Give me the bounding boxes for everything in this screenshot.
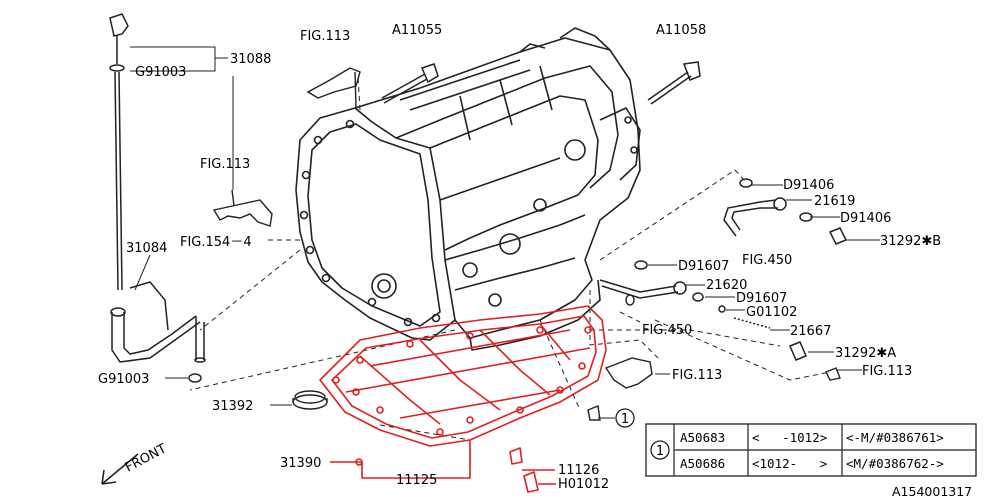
label-31392: 31392	[212, 399, 253, 414]
label-21620: 21620	[706, 278, 747, 293]
label-31292b: 31292✱B	[880, 234, 941, 249]
label-21667: 21667	[790, 324, 831, 339]
label-leader-lines	[130, 46, 880, 419]
front-arrow-icon	[101, 453, 139, 485]
dipstick-31088	[109, 13, 129, 291]
table-row-1-range: < -1012>	[752, 430, 827, 445]
table-row-2-part: A50686	[680, 456, 725, 471]
label-fig450-b: FIG.450	[642, 323, 692, 338]
label-d91607-b: D91607	[736, 291, 787, 306]
label-fig113-right-a: FIG.113	[672, 368, 722, 383]
table-row-2-range: <1012- >	[752, 456, 827, 471]
table-row-2-vin: <M/#0386762->	[846, 456, 944, 471]
label-g01102: G01102	[746, 305, 797, 320]
hose-21620	[599, 260, 807, 361]
oil-pan-11125	[319, 305, 607, 493]
label-front: FRONT	[123, 441, 169, 475]
label-fig450-a: FIG.450	[742, 253, 792, 268]
seal-31392	[292, 390, 328, 410]
label-d91406-a: D91406	[783, 178, 834, 193]
label-11125: 11125	[396, 473, 437, 488]
label-d91607-a: D91607	[678, 259, 729, 274]
label-31084: 31084	[126, 241, 167, 256]
bracket-fig113-top	[306, 67, 361, 109]
table-row-1-vin: <-M/#0386761>	[846, 430, 944, 445]
label-31088: 31088	[230, 52, 271, 67]
applicability-table: 1 A50683 < -1012> <-M/#0386761> A50686 <…	[645, 423, 977, 477]
label-11126: 11126	[558, 463, 599, 478]
label-d91406-b: D91406	[840, 211, 891, 226]
transmission-case	[295, 27, 641, 351]
label-g91003-top: G91003	[135, 65, 186, 80]
table-row-1-part: A50683	[680, 430, 725, 445]
bolt-a11055	[381, 63, 439, 104]
labels: FIG.113 A11055 A11058 31088 G91003 FIG.1…	[98, 23, 972, 499]
label-fig154: FIG.154－4	[180, 235, 252, 250]
label-a11055: A11055	[392, 23, 442, 38]
label-21619: 21619	[814, 194, 855, 209]
ref-marker-number: 1	[621, 412, 629, 427]
table-ref-number: 1	[656, 444, 664, 459]
label-31390: 31390	[280, 456, 321, 471]
label-fig113-left: FIG.113	[200, 157, 250, 172]
label-fig113-top: FIG.113	[300, 29, 350, 44]
diagram-id: A154001317	[892, 484, 972, 499]
label-g91003-bottom: G91003	[98, 372, 149, 387]
bolt-a11058	[647, 61, 701, 105]
dashed-leader-lines	[189, 75, 831, 441]
ref-marker: 1	[615, 408, 635, 428]
label-a11058: A11058	[656, 23, 706, 38]
bracket-fig113-right	[587, 357, 841, 421]
label-31292a: 31292✱A	[835, 346, 896, 361]
bracket-fig113-left	[212, 189, 273, 227]
label-fig113-right-b: FIG.113	[862, 364, 912, 379]
oil-tube-31084	[110, 281, 206, 383]
label-h01012: H01012	[558, 477, 609, 492]
